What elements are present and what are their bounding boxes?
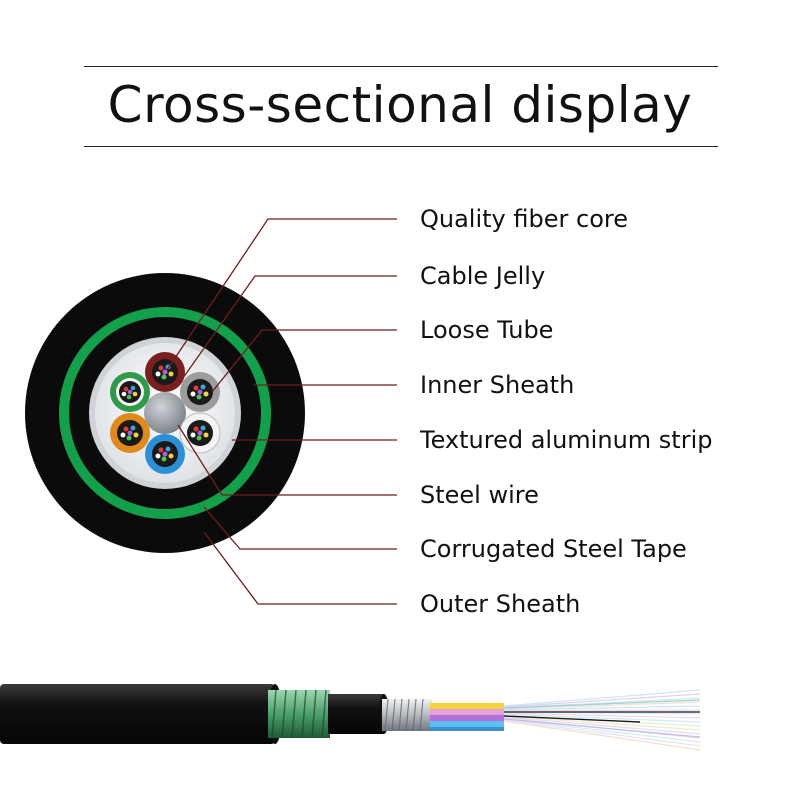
loose-tube	[110, 372, 150, 412]
label-textured-aluminum-strip: Textured aluminum strip	[420, 426, 713, 454]
label-loose-tube: Loose Tube	[420, 316, 554, 344]
steel-wire-core	[144, 392, 186, 434]
label-inner-sheath: Inner Sheath	[420, 371, 575, 399]
loose-tube	[145, 352, 185, 392]
title-rule-bottom	[84, 146, 718, 147]
title-rule-top	[84, 66, 718, 67]
label-steel-wire: Steel wire	[420, 481, 539, 509]
label-cable-jelly: Cable Jelly	[420, 262, 546, 290]
leader-line-fiber-core	[166, 218, 397, 371]
steel-tape-segment	[382, 698, 432, 732]
label-outer-sheath: Outer Sheath	[420, 590, 581, 618]
loose-tube	[110, 413, 150, 453]
loose-tube	[145, 434, 185, 474]
corrugated-steel-tape-ring	[59, 307, 271, 519]
loose-tube	[180, 372, 220, 412]
inner-sheath-segment	[328, 694, 384, 734]
leader-line-loose-tube	[211, 329, 397, 393]
leader-line-corrugated-tape	[203, 506, 397, 550]
label-corrugated-steel-tape: Corrugated Steel Tape	[420, 535, 687, 563]
outer-jacket-segment	[0, 684, 275, 744]
loose-tubes-segment	[430, 703, 504, 731]
leader-line-steel-wire	[177, 424, 397, 496]
leader-line-cable-jelly	[182, 275, 397, 379]
fanned-fibers	[503, 689, 701, 751]
page-title: Cross-sectional display	[107, 76, 693, 134]
leader-line-outer-sheath	[203, 531, 397, 605]
corrugated-armor-segment	[268, 689, 330, 739]
label-quality-fiber-core: Quality fiber core	[420, 205, 628, 233]
